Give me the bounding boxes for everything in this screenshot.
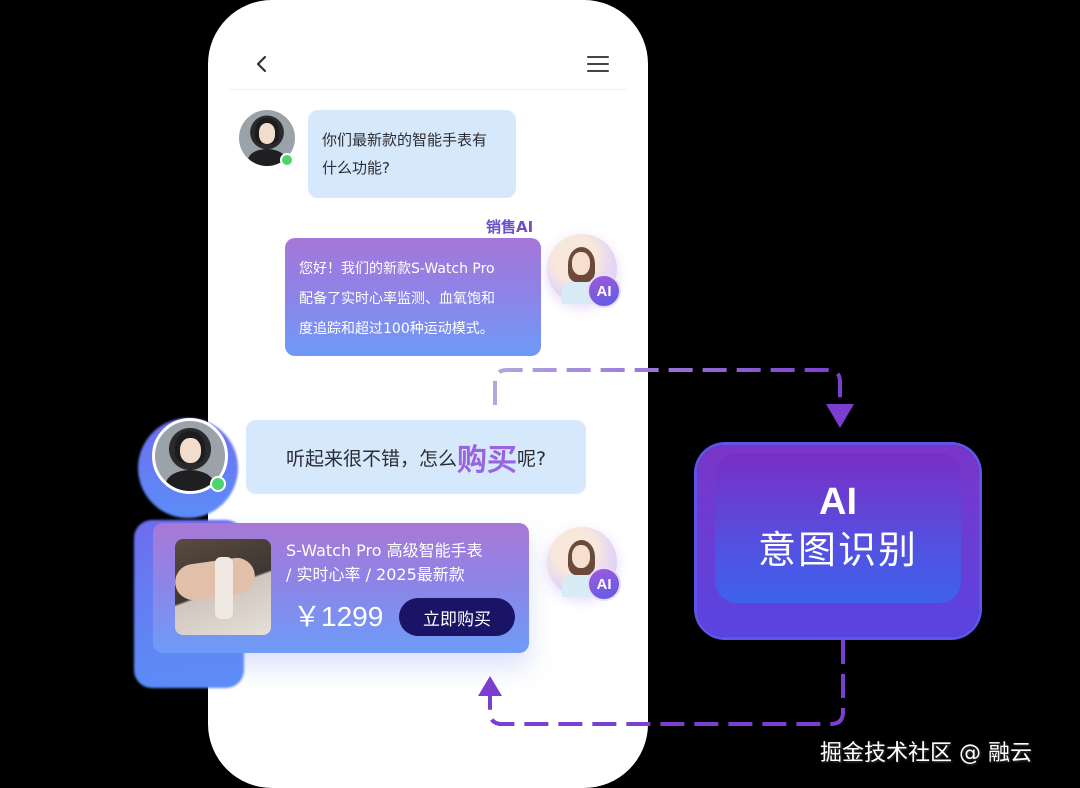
hamburger-menu-icon[interactable] xyxy=(586,54,610,74)
user-message-bubble: 你们最新款的智能手表有 什么功能? xyxy=(308,110,516,198)
ai-agent-avatar: AI xyxy=(547,527,621,601)
ai-message-bubble: 您好！我们的新款S-Watch Pro 配备了实时心率监测、血氧饱和 度追踪和超… xyxy=(285,238,541,356)
product-title-line: / 实时心率 / 2025最新款 xyxy=(286,565,465,584)
ai-agent-avatar: AI xyxy=(547,234,621,308)
chat-header xyxy=(228,40,628,90)
product-image xyxy=(175,539,271,635)
ai-sender-label: 销售AI xyxy=(486,218,534,236)
product-title: S-Watch Pro 高级智能手表 / 实时心率 / 2025最新款 xyxy=(286,539,516,587)
message-text-line: 度追踪和超过100种运动模式。 xyxy=(299,321,494,337)
message-text-line: 您好！我们的新款S-Watch Pro xyxy=(299,261,495,277)
product-card[interactable]: S-Watch Pro 高级智能手表 / 实时心率 / 2025最新款 ￥129… xyxy=(153,523,529,653)
message-text-line: 配备了实时心率监测、血氧饱和 xyxy=(299,291,495,307)
user-message-bubble: 听起来很不错，怎么 购买 呢? xyxy=(246,420,586,494)
online-status-dot xyxy=(280,153,294,167)
message-text-line: 什么功能? xyxy=(322,159,390,177)
online-status-dot xyxy=(210,476,226,492)
product-price: ￥1299 xyxy=(293,601,384,632)
buy-now-button[interactable]: 立即购买 xyxy=(399,598,515,636)
ai-intent-recognition-box: AI 意图识别 xyxy=(697,445,979,637)
product-title-line: S-Watch Pro 高级智能手表 xyxy=(286,541,483,560)
message-text-line: 你们最新款的智能手表有 xyxy=(322,131,488,149)
intent-box-title: AI xyxy=(819,481,857,523)
intent-box-label: 意图识别 xyxy=(757,528,918,572)
watermark: 掘金技术社区 @ 融云 xyxy=(820,741,1032,766)
ai-badge: AI xyxy=(587,567,621,601)
arrow-down-icon xyxy=(826,404,854,428)
ai-badge: AI xyxy=(587,274,621,308)
message-text: 听起来很不错，怎么 xyxy=(285,447,457,470)
message-text: 呢? xyxy=(516,447,547,470)
user-avatar xyxy=(152,418,228,494)
chevron-left-icon[interactable] xyxy=(252,54,272,74)
highlight-keyword: 购买 xyxy=(456,443,517,478)
